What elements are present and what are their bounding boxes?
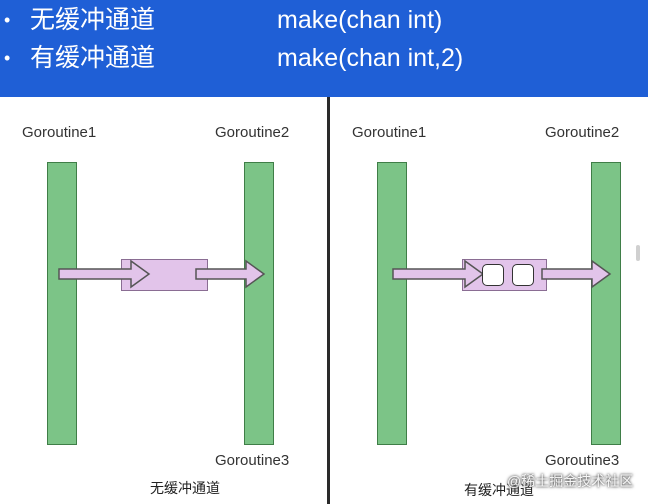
goroutine1-label: Goroutine1 xyxy=(22,124,97,141)
header-banner: • 无缓冲通道 make(chan int) • 有缓冲通道 make(chan… xyxy=(0,0,648,97)
bullet-code: make(chan int) xyxy=(277,6,443,34)
panel-divider xyxy=(327,97,330,504)
bullet-unbuffered: • 无缓冲通道 make(chan int) xyxy=(0,0,648,40)
buffered-caption: 有缓冲通道 xyxy=(464,482,534,498)
buffer-slot-2 xyxy=(512,264,534,286)
goroutine1-pillar xyxy=(47,162,77,445)
bullet-marker: • xyxy=(4,10,11,30)
receive-arrow xyxy=(541,259,612,289)
unbuffered-caption: 无缓冲通道 xyxy=(150,480,220,496)
scrollbar-thumb[interactable] xyxy=(636,245,640,261)
goroutine1-pillar xyxy=(377,162,407,445)
bullet-buffered: • 有缓冲通道 make(chan int,2) xyxy=(0,38,648,78)
goroutine2-label: Goroutine2 xyxy=(215,124,290,141)
bullet-label: 有缓冲通道 xyxy=(30,44,156,72)
goroutine3-label: Goroutine3 xyxy=(545,452,620,469)
goroutine2-pillar xyxy=(244,162,274,445)
bullet-label: 无缓冲通道 xyxy=(30,6,156,34)
bullet-marker: • xyxy=(4,48,11,68)
bullet-code: make(chan int,2) xyxy=(277,44,464,72)
goroutine3-label: Goroutine3 xyxy=(215,452,290,469)
watermark: @稀土掘金技术社区 xyxy=(507,473,634,489)
goroutine2-label: Goroutine2 xyxy=(545,124,620,141)
goroutine2-pillar xyxy=(591,162,621,445)
send-arrow xyxy=(392,259,485,289)
buffer-slot-1 xyxy=(482,264,504,286)
receive-arrow xyxy=(195,259,266,289)
send-arrow xyxy=(58,259,151,289)
goroutine1-label: Goroutine1 xyxy=(352,124,427,141)
